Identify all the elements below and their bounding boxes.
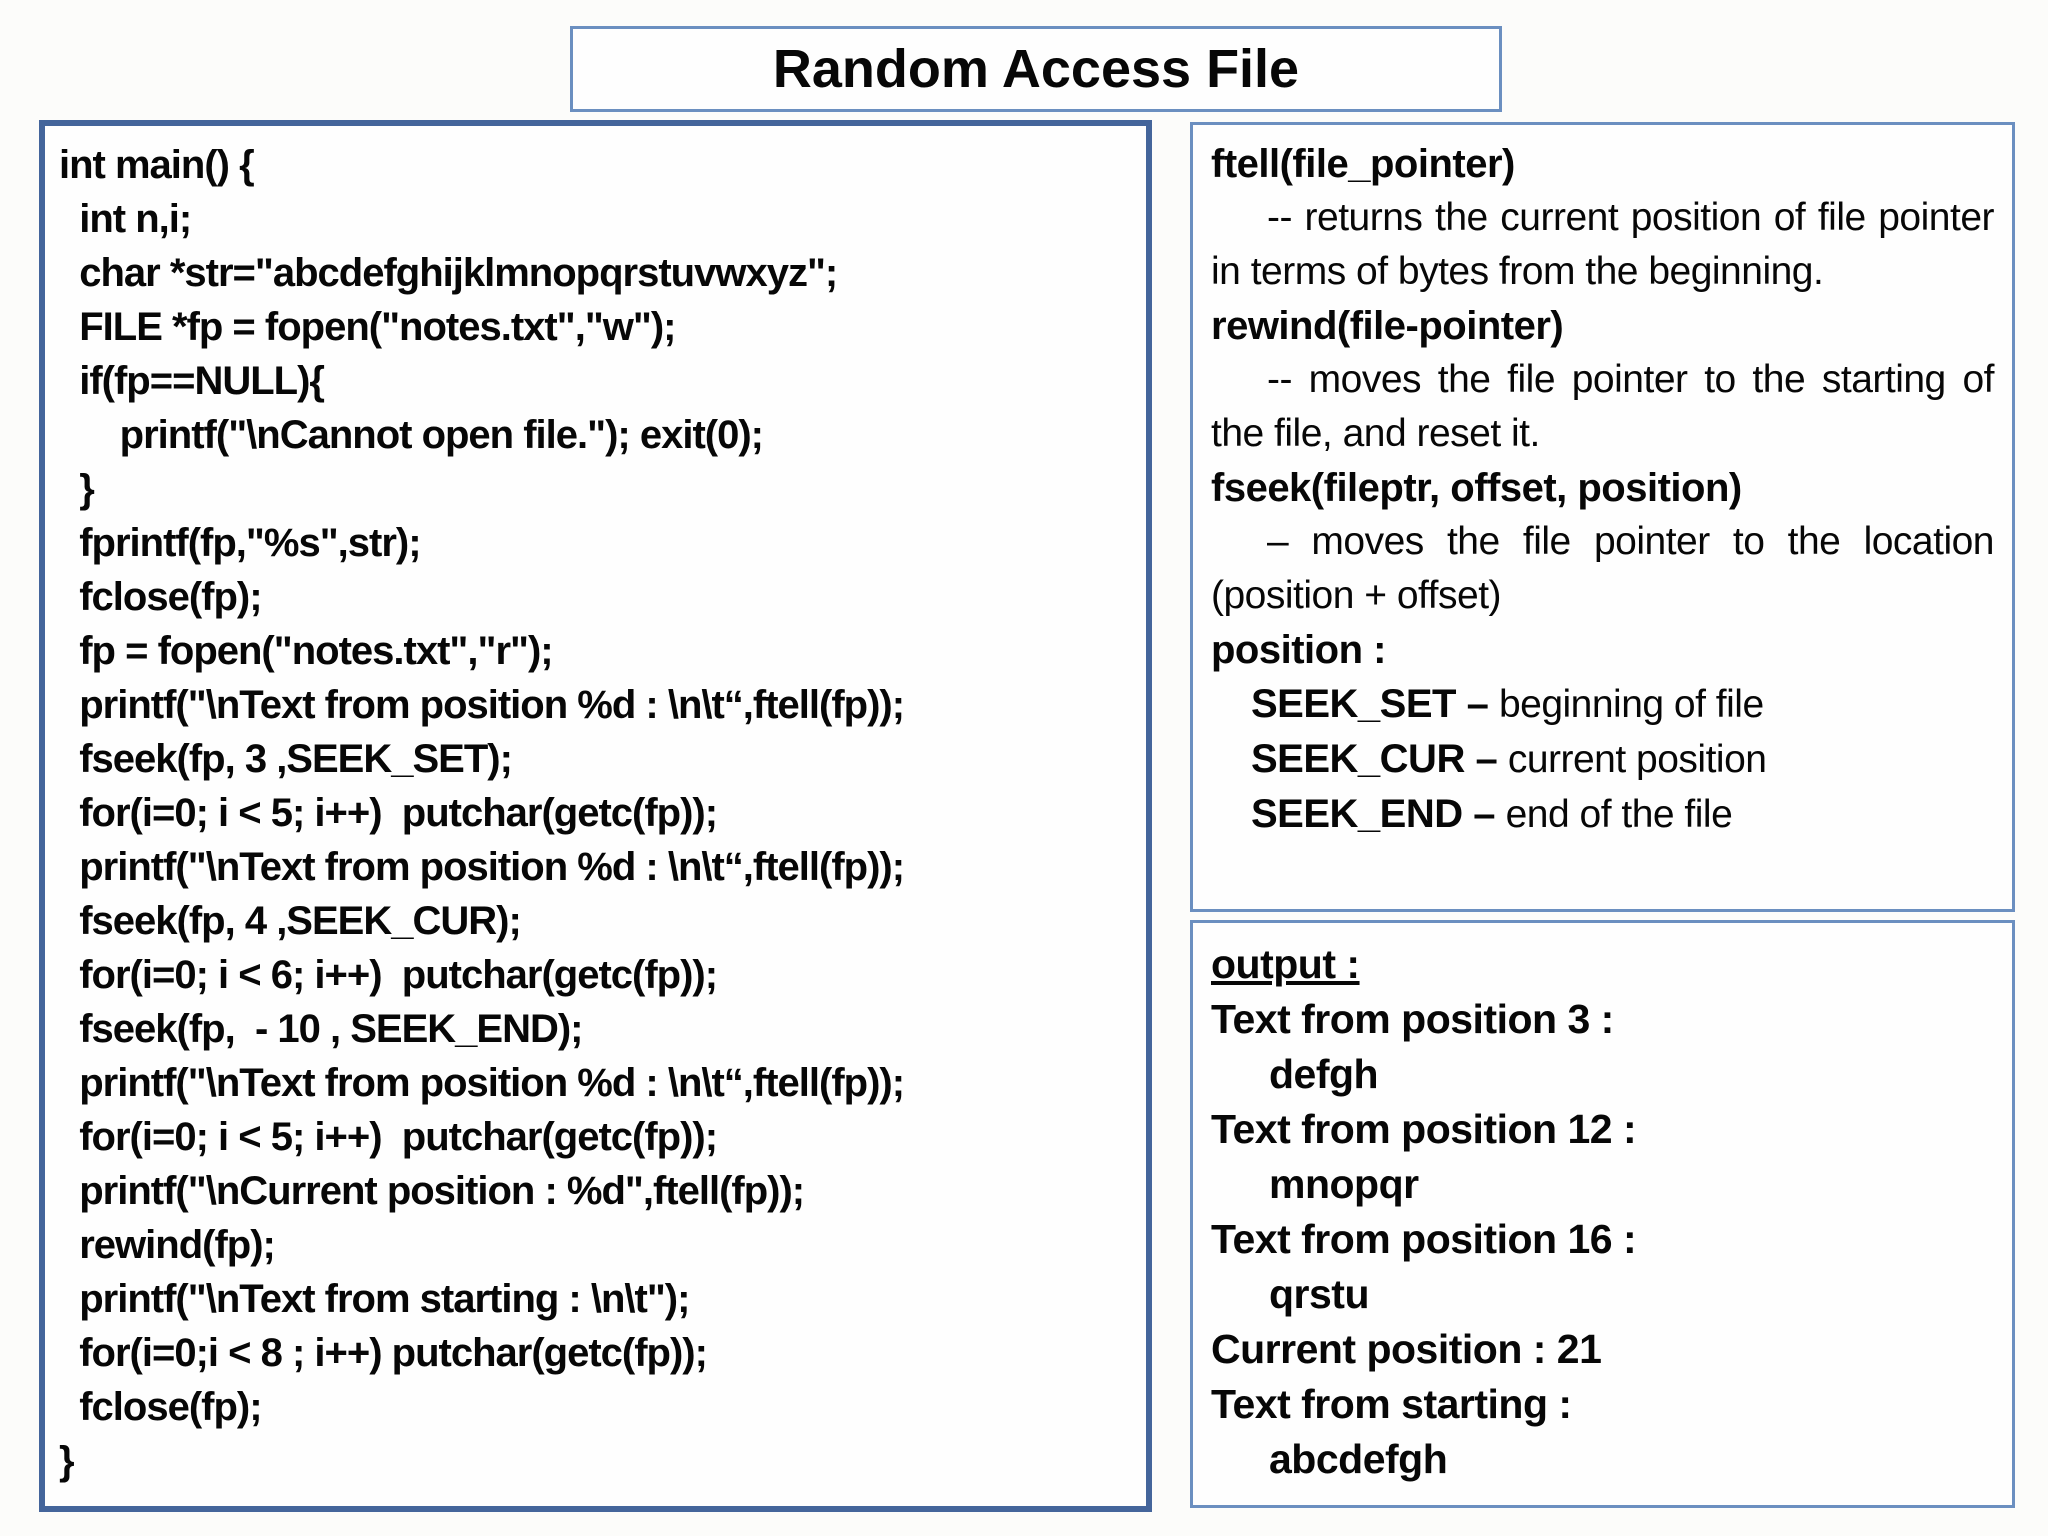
code-line: }: [59, 1439, 75, 1483]
seek-option: SEEK_END – end of the file: [1211, 787, 1994, 842]
code-line: int n,i;: [59, 197, 192, 241]
code-line: fseek(fp, - 10 , SEEK_END);: [59, 1007, 583, 1051]
function-heading: ftell(file_pointer): [1211, 142, 1515, 186]
code-line: rewind(fp);: [59, 1223, 276, 1267]
function-heading: position :: [1211, 628, 1386, 672]
code-line: fclose(fp);: [59, 1385, 262, 1429]
code-line: for(i=0; i < 5; i++) putchar(getc(fp));: [59, 1115, 718, 1159]
code-line: fseek(fp, 4 ,SEEK_CUR);: [59, 899, 522, 943]
code-line: FILE *fp = fopen("notes.txt","w");: [59, 305, 676, 349]
function-description: -- moves the file pointer to the startin…: [1211, 358, 1995, 455]
code-line: printf("\nCurrent position : %d",ftell(f…: [59, 1169, 805, 1213]
output-line: defgh: [1269, 1051, 1379, 1097]
code-line: printf("\nCannot open file."); exit(0);: [59, 413, 764, 457]
seek-desc: end of the file: [1505, 793, 1733, 836]
output-line: Current position : 21: [1211, 1326, 1602, 1372]
function-heading: rewind(file-pointer): [1211, 304, 1564, 348]
code-line: fprintf(fp,"%s",str);: [59, 521, 421, 565]
output-line: Text from position 12 :: [1211, 1106, 1637, 1152]
page-title: Random Access File: [772, 39, 1300, 99]
code-line: fp = fopen("notes.txt","r");: [59, 629, 553, 673]
code-line: fclose(fp);: [59, 575, 262, 619]
reference-panel: ftell(file_pointer) -- returns the curren…: [1190, 122, 2015, 912]
code-line: for(i=0; i < 5; i++) putchar(getc(fp));: [59, 791, 718, 835]
output-line: Text from starting :: [1211, 1381, 1572, 1427]
output-heading: output :: [1211, 941, 1360, 987]
title-box: Random Access File: [570, 26, 1502, 112]
code-line: printf("\nText from position %d : \n\t“,…: [59, 1061, 905, 1105]
output-line: qrstu: [1269, 1271, 1370, 1317]
code-line: for(i=0;i < 8 ; i++) putchar(getc(fp));: [59, 1331, 708, 1375]
seek-option: SEEK_SET – beginning of file: [1211, 677, 1994, 732]
output-line: mnopqr: [1269, 1161, 1419, 1207]
function-description: – moves the file pointer to the location…: [1211, 520, 1995, 617]
code-panel: int main() { int n,i; char *str="abcdefg…: [39, 120, 1152, 1512]
output-line: Text from position 16 :: [1211, 1216, 1637, 1262]
code-line: printf("\nText from starting : \n\t");: [59, 1277, 690, 1321]
seek-term: SEEK_CUR –: [1251, 737, 1508, 781]
seek-desc: beginning of file: [1498, 683, 1764, 726]
seek-desc: current position: [1507, 738, 1767, 781]
code-line: char *str="abcdefghijklmnopqrstuvwxyz";: [59, 251, 838, 295]
output-line: abcdefgh: [1269, 1436, 1448, 1482]
code-line: if(fp==NULL){: [59, 359, 325, 403]
code-line: printf("\nText from position %d : \n\t“,…: [59, 683, 905, 727]
code-line: printf("\nText from position %d : \n\t“,…: [59, 845, 905, 889]
seek-term: SEEK_END –: [1251, 792, 1506, 836]
code-line: int main() {: [59, 143, 255, 187]
seek-term: SEEK_SET –: [1251, 682, 1499, 726]
output-line: Text from position 3 :: [1211, 996, 1614, 1042]
seek-option: SEEK_CUR – current position: [1211, 732, 1994, 787]
function-description: -- returns the current position of file …: [1211, 196, 1995, 293]
code-line: }: [59, 467, 95, 511]
function-heading: fseek(fileptr, offset, position): [1211, 466, 1742, 510]
code-line: fseek(fp, 3 ,SEEK_SET);: [59, 737, 513, 781]
code-line: for(i=0; i < 6; i++) putchar(getc(fp));: [59, 953, 718, 997]
